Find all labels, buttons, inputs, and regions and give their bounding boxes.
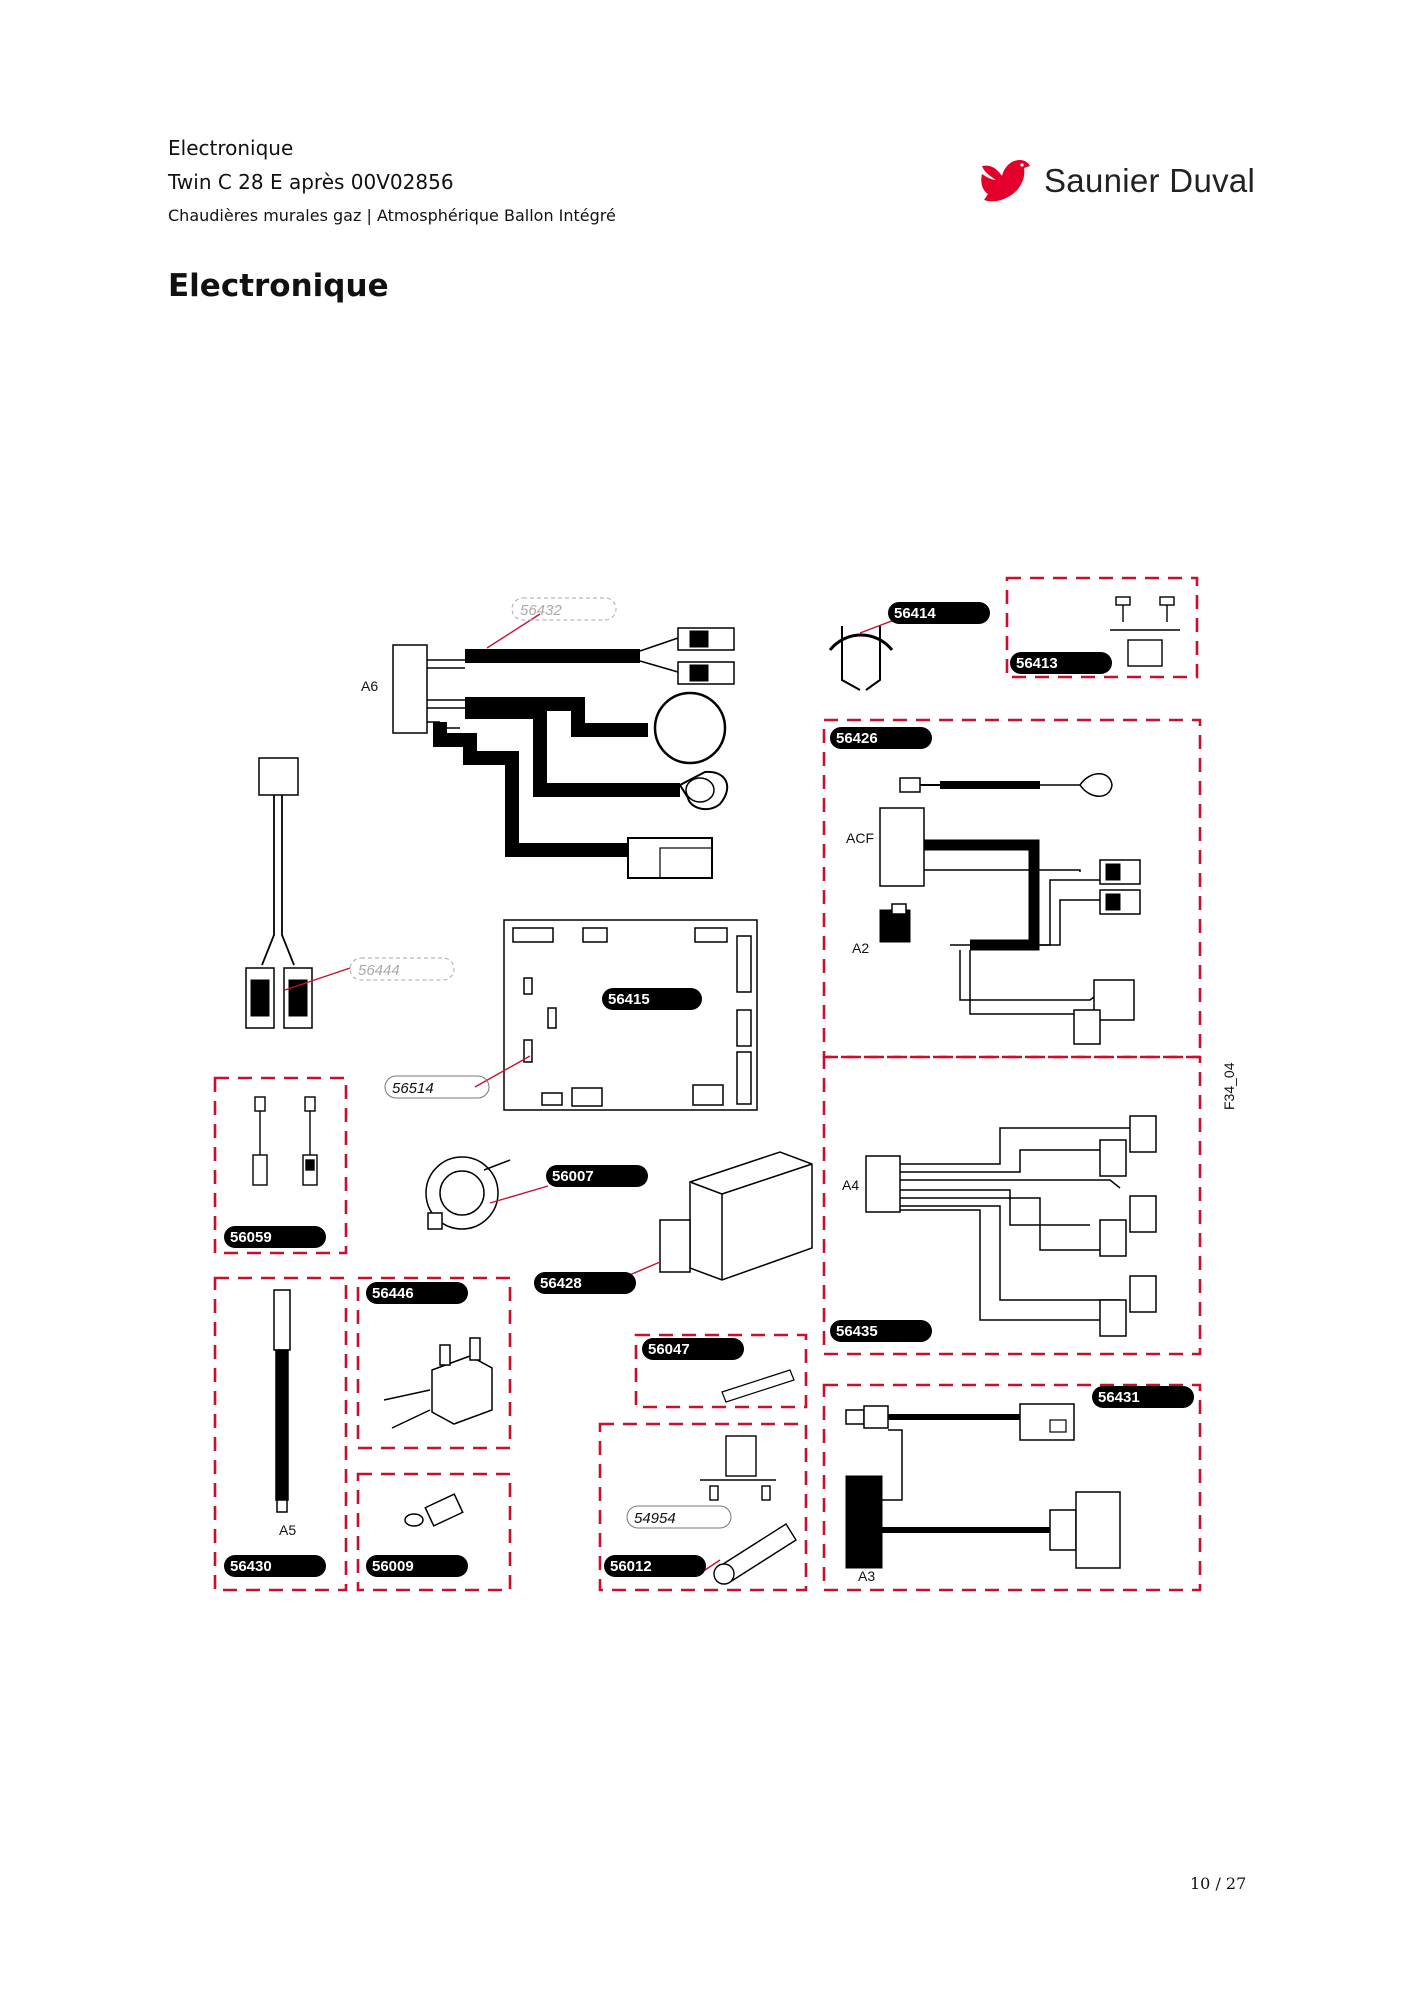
part-label-56009: 56009 [366,1555,468,1577]
svg-text:56059: 56059 [230,1229,272,1246]
probe-56430 [273,1289,291,1513]
part-label-56428: 56428 [534,1272,636,1294]
frame-56413 [1005,576,1199,679]
label-a6: A6 [361,678,378,694]
ref-label-54954: 54954 [626,1505,732,1529]
header-model-name: Twin C 28 E après 00V02856 [168,170,454,194]
header-category: Chaudières murales gaz | Atmosphérique B… [168,206,616,225]
frame-56059 [213,1076,348,1255]
frame-56446 [356,1276,512,1450]
part-label-56007: 56007 [546,1165,648,1187]
part-label-56414: 56414 [888,602,990,624]
frame-56047 [634,1333,808,1409]
frame-56012 [598,1422,808,1592]
ref-label-56514: 56514 [384,1075,490,1099]
svg-text:56432: 56432 [520,602,562,619]
ghost-label-56432: 56432 [511,597,617,621]
label-a5: A5 [279,1522,296,1538]
svg-text:56047: 56047 [648,1341,690,1358]
svg-text:56428: 56428 [540,1275,582,1292]
harness-56432 [392,627,735,879]
kit-56012 [700,1435,797,1585]
label-acf: ACF [846,830,874,846]
part-label-56431: 56431 [1092,1386,1194,1408]
svg-text:56514: 56514 [392,1080,434,1097]
harness-56431 [845,1403,1121,1569]
part-label-56435: 56435 [830,1320,932,1342]
label-a3: A3 [858,1568,875,1584]
frame-56009 [356,1472,512,1592]
fitting-56009 [404,1493,464,1527]
page-number: 10 / 27 [1190,1874,1247,1893]
dashed-group-frames [213,576,1202,1592]
part-label-56413: 56413 [1010,652,1112,674]
label-a4: A4 [842,1177,859,1193]
brand-logo: Saunier Duval [978,156,1255,206]
fuse-links-56059 [252,1096,318,1186]
svg-text:56414: 56414 [894,605,936,622]
svg-text:56426: 56426 [836,730,878,747]
harness-56435 [865,1115,1157,1337]
ghost-label-56444: 56444 [349,957,455,981]
clip-56414 [828,626,894,691]
svg-text:56009: 56009 [372,1558,414,1575]
svg-text:56435: 56435 [836,1323,878,1340]
svg-text:56446: 56446 [372,1285,414,1302]
svg-text:56444: 56444 [358,962,400,979]
frame-56430 [213,1276,348,1592]
page-title: Electronique [168,268,389,304]
part-label-56047: 56047 [642,1338,744,1360]
part-label-56426: 56426 [830,727,932,749]
bird-logo-icon [981,160,1030,202]
frame-56426 [822,718,1202,1059]
ignition-unit-56428 [659,1151,813,1281]
brand-name: Saunier Duval [1044,162,1256,199]
part-label-56430: 56430 [224,1555,326,1577]
svg-text:56431: 56431 [1098,1389,1140,1406]
header-section-name: Electronique [168,136,294,160]
part-label-56059: 56059 [224,1226,326,1248]
frame-56431 [822,1383,1202,1592]
frame-56435 [822,1055,1202,1356]
cable-56444 [245,757,313,1029]
label-a2: A2 [852,940,869,956]
part-label-56446: 56446 [366,1282,468,1304]
tube-56047 [721,1369,795,1403]
svg-text:56415: 56415 [608,991,650,1008]
control-board-56415 [503,919,758,1111]
sensor-56007 [425,1156,511,1230]
svg-text:56430: 56430 [230,1558,272,1575]
svg-text:56413: 56413 [1016,655,1058,672]
screws-56413 [1110,596,1180,667]
svg-text:56012: 56012 [610,1558,652,1575]
part-label-56012: 56012 [604,1555,706,1577]
harness-56426 [879,773,1141,1045]
switch-56446 [383,1337,493,1429]
svg-text:56007: 56007 [552,1168,594,1185]
part-label-56415: 56415 [602,988,702,1010]
figure-code: F34_04 [1221,1062,1237,1110]
svg-text:54954: 54954 [634,1510,676,1527]
